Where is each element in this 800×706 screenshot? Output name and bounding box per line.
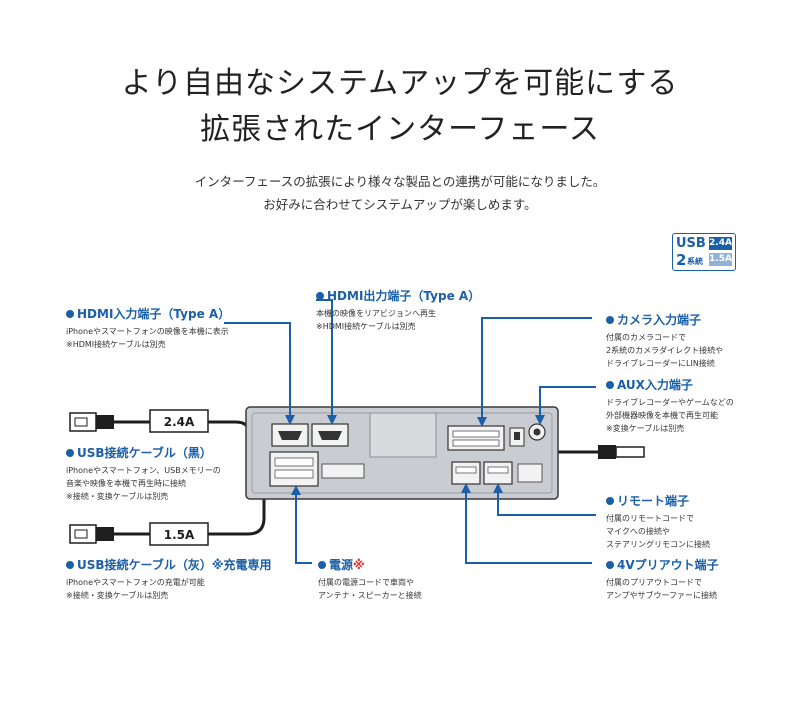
remote-connector — [451, 461, 481, 485]
bullet-dot — [66, 309, 74, 318]
bullet-dot — [316, 291, 324, 300]
bullet-dot — [606, 315, 614, 324]
usb-2-system-badge: USB 2 系統 2.4A 1.5A — [672, 233, 736, 271]
power-connector — [269, 451, 319, 487]
page-title-line-2: 拡張されたインターフェース — [200, 112, 600, 147]
callout-hdmi-in: HDMI入力端子（Type A） iPhoneやスマートフォンの映像を本機に表示… — [66, 305, 230, 351]
bullet-dot — [606, 560, 614, 569]
bullet-dot — [318, 560, 326, 569]
usb-cable-gray — [112, 488, 266, 536]
callout-preout-title: 4Vプリアウト端子 — [606, 556, 719, 573]
leader-camera — [477, 317, 592, 427]
usb-plug-gray — [69, 524, 114, 544]
leader-lines — [224, 299, 596, 564]
cable-label-high: 2.4A — [149, 409, 209, 433]
preout-connector — [483, 461, 513, 485]
badge-amp-low: 1.5A — [709, 253, 732, 266]
callout-hdmi-in-title: HDMI入力端子（Type A） — [66, 305, 230, 322]
cable-label-low: 1.5A — [149, 522, 209, 546]
callout-aux: AUX入力端子 ドライブレコーダーやゲームなどの 外部機器映像を本機で再生可能 … — [606, 376, 734, 435]
power-note-mark: ※ — [353, 558, 365, 572]
intro-text: インターフェースの拡張により様々な製品との連携が可能になりました。 お好みに合わ… — [0, 170, 800, 216]
charge-only-note: ※充電専用 — [211, 558, 272, 572]
callout-hdmi-out-title: HDMI出力端子（Type A） — [316, 287, 480, 304]
callout-usb-black-title: USB接続ケーブル（黒） — [66, 444, 221, 461]
bullet-dot — [606, 380, 614, 389]
callout-camera: カメラ入力端子 付属のカメラコードで 2系統のカメラダイレクト接続や ドライブレ… — [606, 311, 723, 370]
callout-usb-gray-desc: iPhoneやスマートフォンの充電が可能 ※接続・変換ケーブルは別売 — [66, 578, 205, 600]
page-title-line-1: より自由なシステムアップを可能にする — [121, 66, 679, 101]
navigation-unit — [245, 406, 559, 500]
callout-hdmi-out: HDMI出力端子（Type A） 本機の映像をリアビジョンへ再生 ※HDMI接続… — [316, 287, 480, 333]
leader-hdmi-in — [224, 322, 295, 425]
leader-power — [291, 485, 312, 564]
callout-aux-desc: ドライブレコーダーやゲームなどの 外部機器映像を本機で再生可能 ※変換ケーブルは… — [606, 398, 734, 433]
callout-hdmi-out-desc: 本機の映像をリアビジョンへ再生 ※HDMI接続ケーブルは別売 — [316, 309, 436, 331]
bullet-dot — [606, 496, 614, 505]
aux-cable — [548, 445, 645, 459]
callout-usb-black-desc: iPhoneやスマートフォン、USBメモリーの 音楽や映像を本機で再生時に接続 … — [66, 466, 221, 501]
callout-usb-gray-title: USB接続ケーブル（灰）※充電専用 — [66, 556, 272, 573]
callout-aux-title: AUX入力端子 — [606, 376, 734, 393]
callout-preout: 4Vプリアウト端子 付属のプリアウトコードで アンプやサブウーファーに接続 — [606, 556, 719, 602]
camera-connector — [447, 425, 505, 451]
bullet-dot — [66, 560, 74, 569]
badge-count: 2 — [676, 251, 687, 269]
badge-system-text: 系統 — [687, 257, 703, 266]
callout-camera-desc: 付属のカメラコードで 2系統のカメラダイレクト接続や ドライブレコーダーにLIN… — [606, 333, 724, 368]
callout-remote-title: リモート端子 — [606, 492, 710, 509]
aux-jack — [528, 423, 546, 441]
callout-remote: リモート端子 付属のリモートコードで マイクへの接続や ステアリングリモコンに接… — [606, 492, 710, 551]
intro-line-2: お好みに合わせてシステムアップが楽しめます。 — [263, 197, 537, 212]
leader-hdmi-out — [316, 299, 337, 425]
badge-amp-high: 2.4A — [709, 237, 732, 250]
callout-preout-desc: 付属のプリアウトコードで アンプやサブウーファーに接続 — [606, 578, 717, 600]
leader-aux — [535, 386, 596, 425]
bullet-dot — [66, 448, 74, 457]
callout-hdmi-in-desc: iPhoneやスマートフォンの映像を本機に表示 ※HDMI接続ケーブルは別売 — [66, 327, 229, 349]
callout-usb-black: USB接続ケーブル（黒） iPhoneやスマートフォン、USBメモリーの 音楽や… — [66, 444, 221, 503]
callout-power-title: 電源※ — [318, 556, 422, 573]
hdmi-in-port — [271, 423, 309, 447]
cable-label-high-text: 2.4A — [164, 415, 195, 429]
callout-remote-desc: 付属のリモートコードで マイクへの接続や ステアリングリモコンに接続 — [606, 514, 710, 549]
leader-remote — [493, 483, 596, 516]
intro-line-1: インターフェースの拡張により様々な製品との連携が可能になりました。 — [194, 174, 606, 189]
callout-power-desc: 付属の電源コードで車両や アンテナ・スピーカーと接続 — [318, 578, 422, 600]
hdmi-out-port — [311, 423, 349, 447]
usb-plug-black — [69, 412, 114, 432]
leader-preout — [461, 483, 592, 564]
callout-power: 電源※ 付属の電源コードで車両や アンテナ・スピーカーと接続 — [318, 556, 422, 602]
cable-label-low-text: 1.5A — [164, 528, 195, 542]
callout-usb-gray: USB接続ケーブル（灰）※充電専用 iPhoneやスマートフォンの充電が可能 ※… — [66, 556, 272, 602]
badge-usb-text: USB — [676, 236, 706, 251]
callout-camera-title: カメラ入力端子 — [606, 311, 723, 328]
